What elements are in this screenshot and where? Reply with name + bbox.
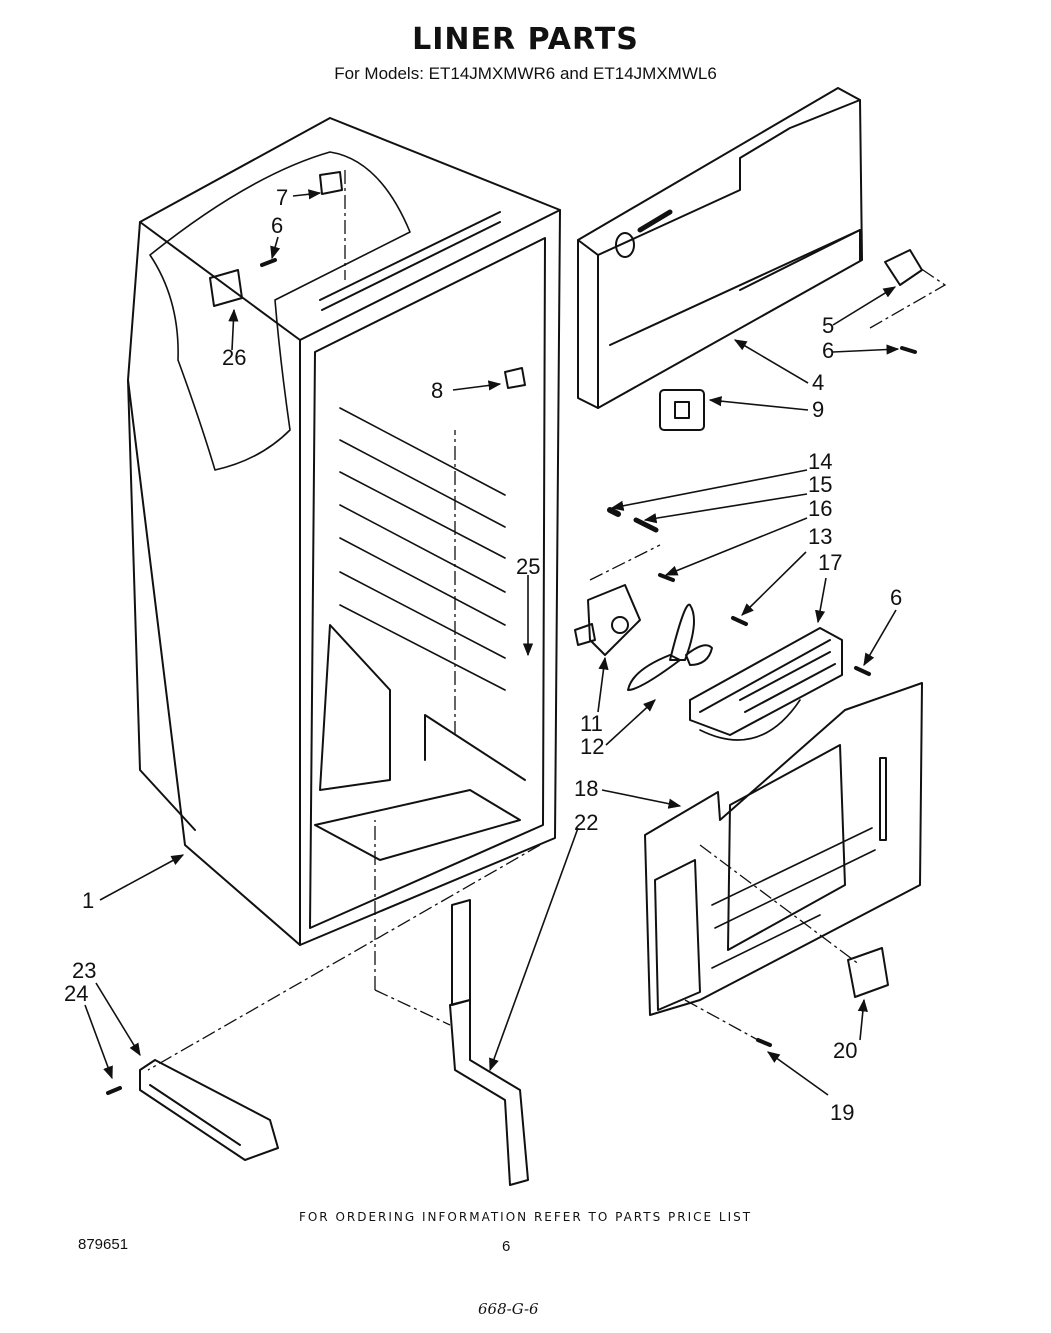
screw-part-16 — [658, 573, 675, 582]
clip-part-26 — [209, 269, 243, 307]
callout-12: 12 — [580, 734, 605, 759]
fan-shroud-part-17 — [689, 627, 843, 741]
callout-16: 16 — [808, 496, 833, 521]
screw-part-6c — [854, 666, 871, 676]
screw-part-24 — [106, 1086, 122, 1095]
callout-23: 23 — [72, 958, 97, 983]
callout-4: 4 — [812, 370, 825, 395]
part-20 — [847, 947, 889, 998]
callout-11: 11 — [580, 711, 603, 736]
callout-1: 1 — [82, 888, 95, 913]
callout-22: 22 — [574, 810, 599, 835]
duct-part-22 — [449, 899, 529, 1186]
screw-part-6b — [260, 258, 277, 267]
callout-13: 13 — [808, 524, 833, 549]
cabinet-liner-part-1 — [127, 117, 561, 946]
callout-19: 19 — [830, 1100, 855, 1125]
part-14 — [607, 507, 621, 517]
callout-6c: 6 — [890, 585, 903, 610]
callout-26: 26 — [222, 345, 247, 370]
callout-17: 17 — [818, 550, 843, 575]
screw-part-6a — [900, 346, 917, 354]
callout-9: 9 — [812, 397, 825, 422]
handwritten-code: 668-G-6 — [478, 1300, 539, 1318]
callout-8: 8 — [431, 378, 444, 403]
model-subtitle: For Models: ET14JMXMWR6 and ET14JMXMWL6 — [334, 64, 717, 83]
part-15 — [633, 517, 659, 533]
callout-25: 25 — [516, 554, 541, 579]
callout-18: 18 — [574, 776, 599, 801]
page-title: LINER PARTS — [412, 22, 639, 57]
part-7 — [319, 171, 343, 195]
fan-motor-part-11 — [574, 584, 641, 656]
fan-blade-part-12 — [627, 603, 713, 691]
callout-20: 20 — [833, 1038, 858, 1063]
evaporator-cover-part-18 — [644, 682, 923, 1016]
callout-24: 24 — [64, 981, 89, 1006]
callout-6b: 6 — [271, 213, 284, 238]
callout-14: 14 — [808, 449, 833, 474]
callout-6a: 6 — [822, 338, 835, 363]
callout-15: 15 — [808, 472, 833, 497]
part-9 — [659, 389, 705, 431]
screw-part-13 — [731, 616, 748, 626]
document-number: 879651 — [78, 1236, 129, 1253]
part-8 — [504, 367, 526, 389]
rear-panel-part-4 — [577, 87, 863, 409]
bracket-part-23 — [139, 1059, 279, 1161]
ordering-info-footer: FOR ORDERING INFORMATION REFER TO PARTS … — [298, 1210, 753, 1224]
screw-part-19 — [756, 1038, 772, 1047]
page-number: 6 — [502, 1238, 511, 1255]
callout-7: 7 — [276, 185, 289, 210]
hinge-part-5 — [884, 249, 923, 286]
callout-5: 5 — [822, 313, 835, 338]
